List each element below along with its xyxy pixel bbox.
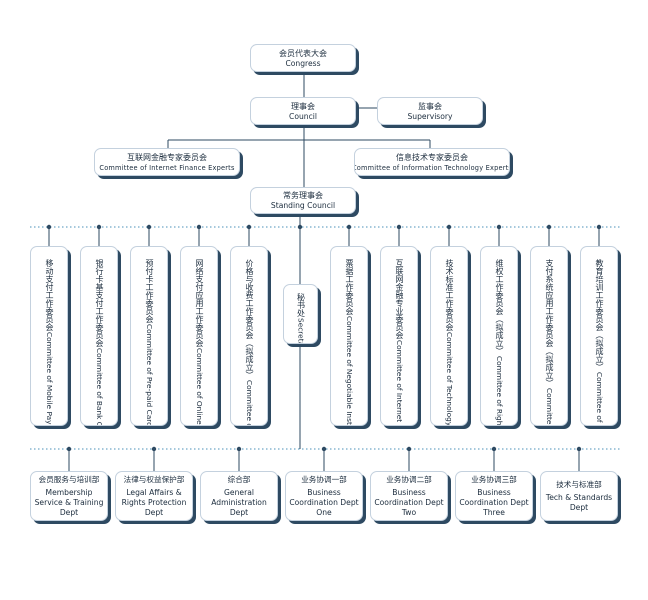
committee-box: 维权工作委员会（拟成立）Committee of Rights & Intere… [480, 246, 518, 426]
department-label-en: Business Coordination Dept Two [374, 487, 444, 517]
committee-label-en: Committee of Pricing and Charges [244, 380, 254, 425]
committee-junction-dot [346, 224, 352, 230]
department-label-en: Tech & Standards Dept [545, 492, 613, 512]
internet-finance-experts-label-en: Committee of Internet Finance Experts [99, 163, 235, 172]
committee-label-zh: 网络支付应用工作委员会 [195, 259, 204, 347]
committee-label-zh: 票据工作委员会 [345, 259, 354, 315]
department-junction-dot [406, 446, 412, 452]
it-experts-label-zh: 信息技术专家委员会 [396, 152, 468, 162]
it-experts-label-en: Committee of Information Technology Expe… [354, 163, 510, 172]
supervisory-label-zh: 监事会 [418, 101, 442, 111]
committee-label-zh: 支付系统应用工作委员会（拟成立） [545, 259, 554, 387]
department-junction-dot [576, 446, 582, 452]
it-experts-box: 信息技术专家委员会 Committee of Information Techn… [354, 148, 510, 176]
committee-label-en: Committee of Bank Cards Payments [95, 348, 104, 426]
department-label-zh: 会员服务与培训部 [38, 474, 100, 484]
department-label-en: Membership Service & Training Dept [34, 487, 104, 517]
congress-box: 会员代表大会 Congress [250, 44, 356, 72]
department-label-zh: 综合部 [227, 474, 251, 484]
department-label-en: Business Coordination Dept Three [459, 487, 529, 517]
department-box: 业务协调一部 Business Coordination Dept One [285, 471, 363, 521]
department-label-en: Legal Affairs & Rights Protection Dept [121, 487, 187, 517]
committee-junction-dot [546, 224, 552, 230]
internet-finance-experts-box: 互联网金融专家委员会 Committee of Internet Finance… [94, 148, 240, 176]
committee-junction-dot [496, 224, 502, 230]
department-box: 业务协调三部 Business Coordination Dept Three [455, 471, 533, 521]
supervisory-label-en: Supervisory [407, 111, 453, 121]
committee-label-en: Committee of Internet Finance [395, 340, 404, 426]
standing-council-box: 常务理事会 Standing Council [250, 187, 356, 214]
committee-junction-dot [446, 224, 452, 230]
committee-label-zh: 互联网金融专业委员会 [395, 259, 404, 339]
committee-box: 教育培训工作委员会（拟成立）Committee of Education and… [580, 246, 618, 426]
committee-junction-dot [196, 224, 202, 230]
committee-label-zh: 价格与收费工作委员会（拟成立） [245, 259, 254, 379]
committee-label-zh: 维权工作委员会（拟成立） [495, 259, 504, 355]
department-label-zh: 业务协调二部 [386, 474, 432, 484]
committee-box: 支付系统应用工作委员会（拟成立）Committee of Payment Sys… [530, 246, 568, 426]
committee-label-zh: 预付卡工作委员会 [145, 259, 154, 323]
department-label-zh: 业务协调三部 [471, 474, 517, 484]
supervisory-box: 监事会 Supervisory [377, 97, 483, 125]
department-junction-dot [66, 446, 72, 452]
secretariat-label-zh: 秘书处 [296, 293, 306, 317]
department-junction-dot [491, 446, 497, 452]
department-box: 法律与权益保护部 Legal Affairs & Rights Protectio… [115, 471, 193, 521]
committee-label-zh: 教育培训工作委员会（拟成立） [595, 259, 604, 371]
committee-junction-dot [46, 224, 52, 230]
committee-junction-dot [96, 224, 102, 230]
internet-finance-experts-label-zh: 互联网金融专家委员会 [127, 152, 207, 162]
committee-label-en: Committee of Payment Systems [544, 388, 554, 425]
department-box: 业务协调二部 Business Coordination Dept Two [370, 471, 448, 521]
department-box: 会员服务与培训部 Membership Service & Training De… [30, 471, 108, 521]
department-label-zh: 业务协调一部 [301, 474, 347, 484]
department-box: 技术与标准部 Tech & Standards Dept [540, 471, 618, 521]
committee-label-zh: 银行卡基支付工作委员会 [95, 259, 104, 347]
committee-junction-dot [596, 224, 602, 230]
council-label-zh: 理事会 [291, 101, 315, 111]
department-box: 综合部 General Administration Dept [200, 471, 278, 521]
council-box: 理事会 Council [250, 97, 356, 125]
secretariat-label-en: Secretariat [296, 318, 306, 344]
committee-label-en: Committee of Mobile Payments [45, 332, 54, 426]
secretariat-box: 秘书处 Secretariat [283, 284, 318, 344]
department-junction-dot [321, 446, 327, 452]
committee-label-en: Committee of Negotiable Instrument [345, 316, 354, 426]
department-label-zh: 技术与标准部 [556, 479, 602, 489]
committee-label-en: Committee of Online Payments [195, 348, 204, 426]
secretariat-junction-dot [297, 224, 303, 230]
council-label-en: Council [289, 111, 317, 121]
committee-junction-dot [396, 224, 402, 230]
department-junction-dot [151, 446, 157, 452]
standing-council-label-en: Standing Council [270, 201, 336, 210]
committee-label-zh: 技术标准工作委员会 [445, 259, 454, 331]
committee-label-en: Committee of Rights & Interests Maintena… [494, 356, 504, 425]
committee-box: 价格与收费工作委员会（拟成立）Committee of Pricing and … [230, 246, 268, 426]
department-label-zh: 法律与权益保护部 [123, 474, 185, 484]
committee-label-en: Committee of Technology and Standardizat… [445, 332, 454, 426]
congress-label-en: Congress [285, 58, 321, 68]
congress-label-zh: 会员代表大会 [279, 48, 327, 58]
committee-junction-dot [246, 224, 252, 230]
department-junction-dot [236, 446, 242, 452]
department-label-en: General Administration Dept [211, 487, 267, 517]
committee-label-zh: 移动支付工作委员会 [45, 259, 54, 331]
standing-council-label-zh: 常务理事会 [283, 191, 323, 200]
committee-label-en: Committee of Education and Training [594, 372, 604, 425]
department-label-en: Business Coordination Dept One [289, 487, 359, 517]
committee-junction-dot [146, 224, 152, 230]
committee-label-en: Committee of Pre-paid Cards [145, 324, 154, 426]
